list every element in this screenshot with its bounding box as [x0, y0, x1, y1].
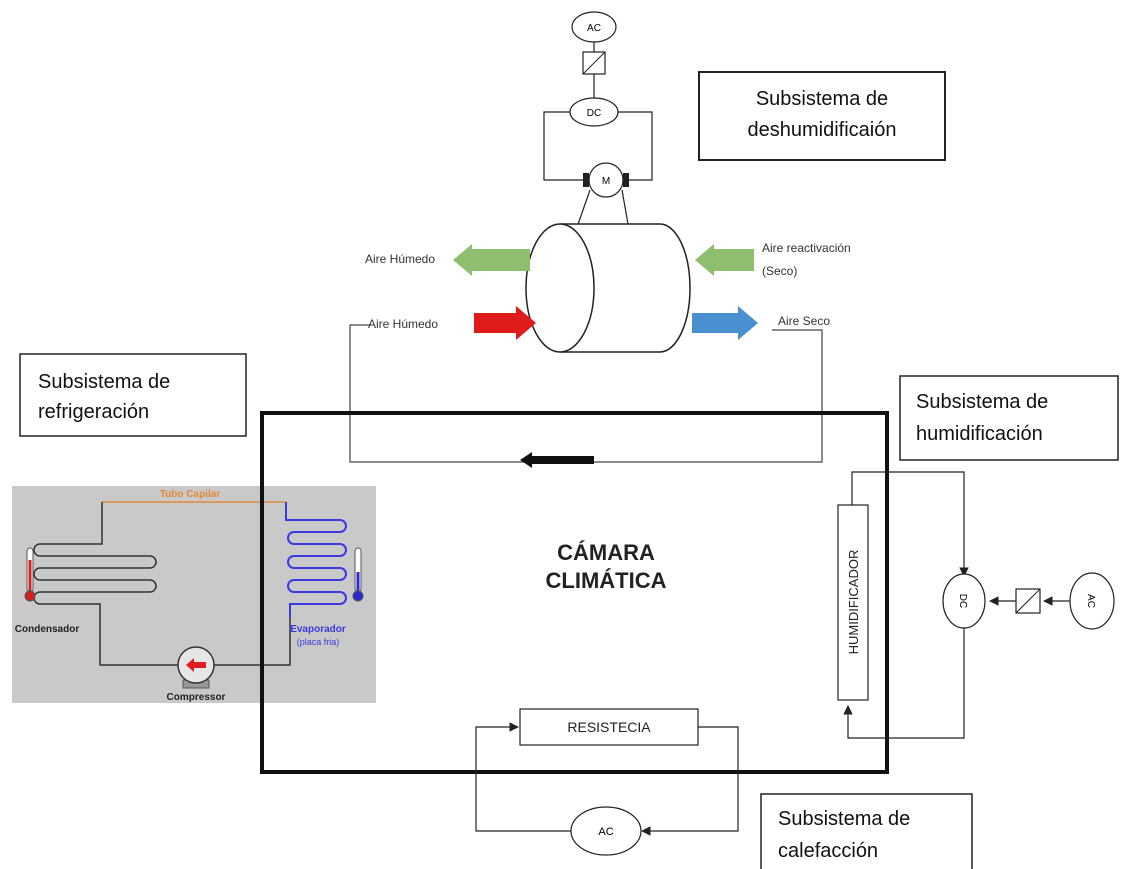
dehumidification-ac-label: AC [587, 23, 601, 34]
humidification-title-box: Subsistema de humidificación [899, 375, 1119, 461]
chamber-title-line1: CÁMARA [557, 540, 655, 565]
desiccant-wheel [525, 223, 691, 353]
dehumidification-title-box: Subsistema de deshumidificaión [698, 71, 946, 161]
humidification-converter-icon [1015, 588, 1041, 614]
capillary-tube-label: Tubo Capilar [160, 489, 220, 500]
refrigeration-title-line1: Subsistema de [38, 371, 170, 393]
chamber-title-line2: CLIMÁTICA [546, 568, 667, 593]
humidification-title-line2: humidificación [916, 423, 1043, 445]
humidification-ac-label: AC [1085, 594, 1096, 608]
evaporator-label-line1: Evaporador [290, 624, 346, 635]
heating-title-line2: calefacción [778, 840, 878, 862]
refrigeration-title-line2: refrigeración [38, 401, 149, 423]
condenser-thermometer-icon [24, 547, 36, 602]
flow-direction-arrow [520, 452, 594, 468]
resistor-label: RESISTECIA [567, 719, 651, 735]
reactivation-air-label-line2: (Seco) [762, 264, 797, 278]
humid-air-out-label: Aire Húmedo [365, 252, 435, 266]
humidifier-label: HUMIDIFICADOR [846, 550, 861, 655]
climate-chamber: CÁMARA CLIMÁTICA [260, 411, 889, 774]
heating-subsystem: RESISTECIA AC Subsistema de calefacción [475, 708, 973, 869]
evaporator-thermometer-icon [352, 547, 364, 602]
humidification-ac-source: AC [1069, 572, 1115, 630]
dry-air-arrow [692, 306, 758, 340]
dehumidification-dc-source: DC [569, 97, 619, 127]
refrigeration-subsystem: Subsistema de refrigeración Tubo Capilar… [12, 353, 376, 703]
reactivation-air-arrow [695, 244, 754, 276]
humid-air-in-arrow [474, 306, 536, 340]
evaporator-label-line2: (placa fria) [297, 637, 340, 647]
heating-title-line1: Subsistema de [778, 808, 910, 830]
heating-title-box: Subsistema de calefacción [760, 793, 973, 869]
evaporator-coil [285, 502, 347, 618]
heating-ac-label: AC [598, 826, 613, 838]
motor-label: M [602, 176, 610, 187]
humidification-dc-label: DC [957, 594, 968, 608]
dehumidification-title-line2: deshumidificaión [748, 119, 897, 141]
refrigeration-title-box: Subsistema de refrigeración [19, 353, 247, 437]
humidifier-unit: HUMIDIFICADOR [837, 504, 869, 701]
dehumidification-ac-source: AC [571, 11, 617, 43]
condenser-label: Condensador [15, 624, 80, 635]
heating-ac-source: AC [570, 806, 642, 856]
dehumidification-subsystem: Subsistema de deshumidificaión AC DC M [349, 11, 946, 468]
humidification-subsystem: Subsistema de humidificación HUMIDIFICAD… [837, 375, 1119, 739]
humidification-dc-source: DC [942, 573, 986, 629]
humidification-title-line1: Subsistema de [916, 391, 1048, 413]
compressor-label: Compressor [167, 692, 226, 703]
dehumidification-dc-label: DC [587, 108, 601, 119]
compressor-icon [177, 646, 215, 689]
humid-air-out-arrow [453, 244, 530, 276]
resistor-unit: RESISTECIA [519, 708, 699, 746]
condenser-coil [33, 502, 178, 666]
humid-air-in-label: Aire Húmedo [368, 317, 438, 331]
dehumidification-title-line1: Subsistema de [756, 88, 888, 110]
dehumidification-converter-icon [582, 51, 606, 75]
motor-icon: M [583, 162, 629, 198]
dry-air-label: Aire Seco [778, 314, 830, 328]
reactivation-air-label-line1: Aire reactivación [762, 241, 851, 255]
